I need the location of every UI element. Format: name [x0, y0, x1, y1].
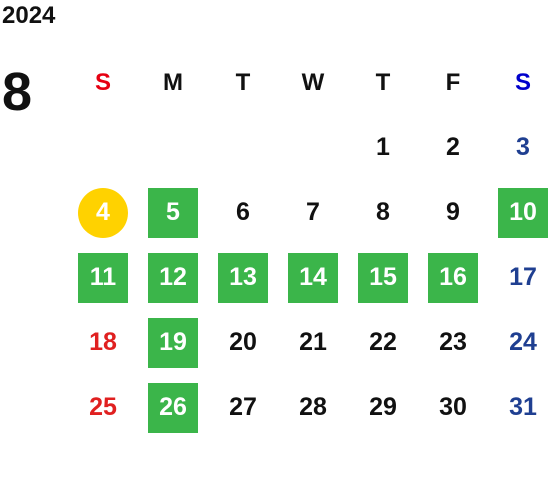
calendar-day[interactable]: 7	[306, 198, 320, 226]
calendar-cell[interactable]: 28	[278, 375, 348, 440]
calendar-cell[interactable]: 4	[68, 180, 138, 245]
calendar-day[interactable]: 21	[299, 328, 327, 356]
calendar-day[interactable]: 14	[288, 252, 338, 303]
calendar-cell[interactable]: 10	[488, 180, 548, 245]
weekday-header: F	[445, 68, 461, 96]
calendar-cell[interactable]: 12	[138, 245, 208, 310]
calendar-cell[interactable]: 7	[278, 180, 348, 245]
calendar-cell[interactable]: 27	[208, 375, 278, 440]
calendar-cell[interactable]: 19	[138, 310, 208, 375]
calendar-day[interactable]: 5	[148, 187, 198, 238]
calendar-cell	[278, 115, 348, 180]
calendar-day[interactable]: 15	[358, 252, 408, 303]
calendar-cell	[138, 115, 208, 180]
calendar-cell[interactable]: 29	[348, 375, 418, 440]
calendar-day[interactable]: 30	[439, 393, 467, 421]
calendar-day[interactable]: 24	[509, 328, 537, 356]
calendar-day[interactable]: 16	[428, 252, 478, 303]
calendar-day[interactable]: 12	[148, 252, 198, 303]
calendar-day[interactable]: 23	[439, 328, 467, 356]
calendar-cell[interactable]: 2	[418, 115, 488, 180]
weekday-header: W	[301, 68, 325, 96]
calendar-cell[interactable]: 31	[488, 375, 548, 440]
weekday-header: T	[235, 68, 251, 96]
calendar-cell[interactable]: 21	[278, 310, 348, 375]
calendar-cell[interactable]: 15	[348, 245, 418, 310]
calendar-month: 8	[2, 62, 33, 122]
calendar-cell[interactable]: 3	[488, 115, 548, 180]
calendar-cell[interactable]: 25	[68, 375, 138, 440]
calendar-day[interactable]: 20	[229, 328, 257, 356]
calendar-cell[interactable]: 11	[68, 245, 138, 310]
calendar-cell[interactable]: 9	[418, 180, 488, 245]
calendar-cell[interactable]: 20	[208, 310, 278, 375]
calendar-day[interactable]: 4	[78, 187, 128, 238]
calendar-day[interactable]: 22	[369, 328, 397, 356]
calendar-cell[interactable]: 16	[418, 245, 488, 310]
calendar-day[interactable]: 13	[218, 252, 268, 303]
calendar-day[interactable]: 17	[509, 263, 537, 291]
weekday-header: S	[514, 68, 531, 96]
calendar-year: 2024	[2, 2, 56, 29]
calendar-cell[interactable]: 17	[488, 245, 548, 310]
calendar-cell	[68, 115, 138, 180]
calendar-day[interactable]: 9	[446, 198, 460, 226]
calendar-cell[interactable]: 14	[278, 245, 348, 310]
calendar-day[interactable]: 8	[376, 198, 390, 226]
calendar-day[interactable]: 1	[376, 133, 390, 161]
weekday-header: M	[163, 68, 183, 96]
calendar-day[interactable]: 25	[89, 393, 117, 421]
calendar-day[interactable]: 28	[299, 393, 327, 421]
calendar-cell	[208, 115, 278, 180]
calendar-cell[interactable]: 23	[418, 310, 488, 375]
weekday-header: T	[375, 68, 391, 96]
calendar-day[interactable]: 29	[369, 393, 397, 421]
calendar-cell[interactable]: 13	[208, 245, 278, 310]
calendar-cell[interactable]: 22	[348, 310, 418, 375]
calendar-cell[interactable]: 18	[68, 310, 138, 375]
calendar-cell[interactable]: 8	[348, 180, 418, 245]
calendar-day[interactable]: 27	[229, 393, 257, 421]
calendar-day[interactable]: 6	[236, 198, 250, 226]
calendar-day[interactable]: 26	[148, 382, 198, 433]
calendar-day[interactable]: 3	[516, 133, 530, 161]
calendar-cell[interactable]: 1	[348, 115, 418, 180]
weekday-header: S	[94, 68, 111, 96]
calendar-cell[interactable]: 30	[418, 375, 488, 440]
calendar-cell[interactable]: 6	[208, 180, 278, 245]
calendar-day[interactable]: 10	[498, 187, 548, 238]
calendar-day[interactable]: 2	[446, 133, 460, 161]
calendar-day[interactable]: 19	[148, 317, 198, 368]
calendar-cell[interactable]: 5	[138, 180, 208, 245]
calendar-day[interactable]: 11	[78, 252, 128, 303]
calendar-cell[interactable]: 24	[488, 310, 548, 375]
calendar-day[interactable]: 18	[89, 328, 117, 356]
calendar-cell[interactable]: 26	[138, 375, 208, 440]
calendar-day[interactable]: 31	[509, 393, 537, 421]
